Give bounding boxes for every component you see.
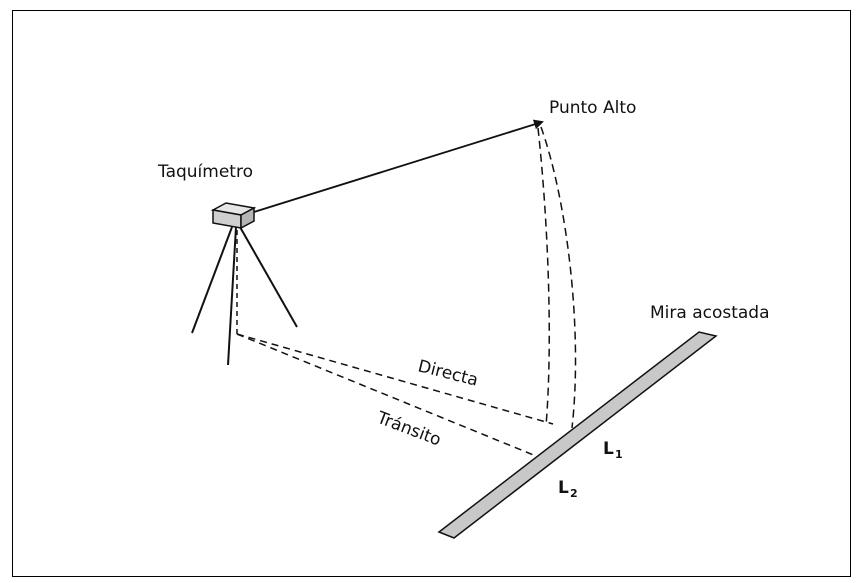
label-l2-subscript: 2 — [570, 487, 578, 500]
label-taquimetro: Taquímetro — [157, 162, 253, 182]
arc-inner — [537, 127, 551, 427]
mira-acostada-rod — [437, 331, 718, 539]
label-l1-subscript: 1 — [615, 448, 623, 461]
transito-line — [236, 333, 537, 457]
tripod-leg-left — [191, 226, 233, 334]
sight-line-punto-alto — [253, 119, 544, 213]
label-l2: L 2 — [558, 478, 578, 500]
label-transito: Tránsito — [373, 408, 443, 451]
label-punto-alto: Punto Alto — [549, 98, 636, 118]
label-l2-letter: L — [558, 478, 569, 498]
label-l1-letter: L — [603, 439, 614, 459]
directa-line — [236, 333, 554, 425]
tripod-leg-right — [239, 226, 298, 328]
figure-border — [12, 10, 851, 577]
tripod — [191, 226, 298, 366]
arc-outer — [540, 126, 577, 429]
label-directa: Directa — [416, 356, 480, 390]
label-l1: L 1 — [603, 439, 623, 461]
taquimetro-instrument — [210, 202, 257, 230]
tripod-leg-center — [227, 226, 237, 366]
label-mira-acostada: Mira acostada — [650, 303, 770, 323]
